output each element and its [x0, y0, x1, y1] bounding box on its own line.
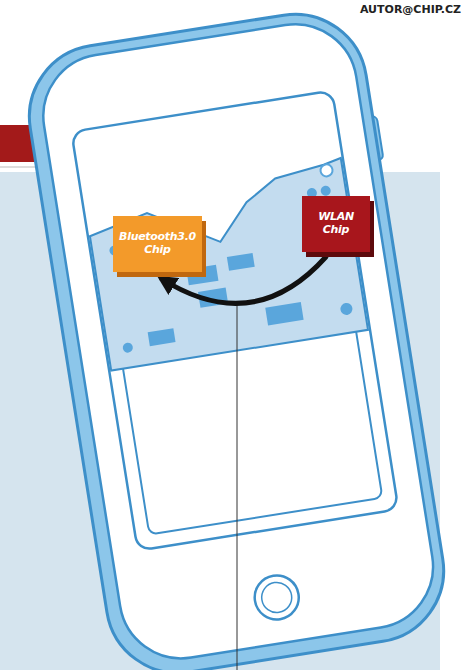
screen — [71, 91, 398, 551]
board-hole — [320, 164, 334, 178]
chip — [265, 302, 303, 325]
wlan-chip: WLAN Chip — [302, 196, 370, 252]
board-dot — [340, 302, 354, 316]
chip-label: WLAN Chip — [307, 211, 365, 236]
home-button-ring — [260, 580, 294, 614]
home-button — [252, 572, 302, 622]
circuit-board — [84, 158, 368, 371]
phone-face — [34, 15, 442, 667]
bluetooth-chip: Bluetooth3.0 Chip — [113, 216, 202, 272]
phone-body — [19, 4, 454, 670]
leader-line — [237, 302, 238, 670]
chip — [148, 328, 176, 346]
board-dot — [320, 185, 331, 196]
author-label: AUTOR@CHIP.CZ — [360, 3, 461, 16]
chip — [227, 253, 255, 271]
board-dot — [122, 342, 133, 353]
chip-label: Bluetooth3.0 Chip — [118, 231, 197, 256]
